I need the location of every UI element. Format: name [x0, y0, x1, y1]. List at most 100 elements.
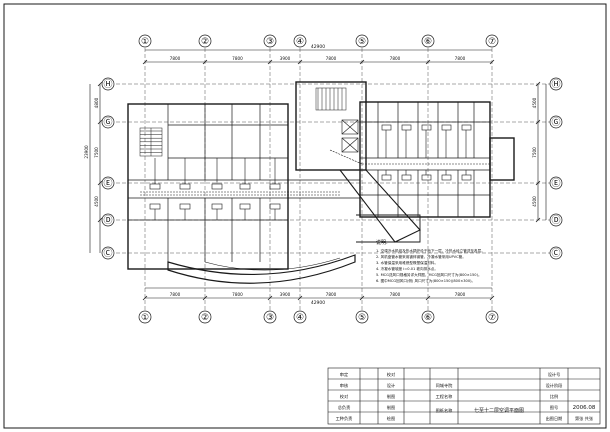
note-line: 4. 冷凝水管坡度 i=0.01 坡向排水点。: [376, 266, 438, 271]
bottom-overall-dimension: 42900: [311, 300, 325, 306]
note-line: 6. 图中MCG回风口(侧) 风口尺寸为(800×150)(800×300)。: [376, 278, 475, 283]
grid-row-marker-label: Ⓗ: [103, 79, 112, 90]
grid-column-marker: ⑤: [355, 310, 369, 324]
elevator-shafts: [341, 119, 359, 153]
grid-row-marker-circle: [101, 213, 115, 227]
fan-coil-unit: [421, 174, 432, 181]
dimension-value: 4800: [94, 97, 99, 108]
grid-column-marker-circle: [263, 34, 277, 48]
dimension-value: 7800: [326, 56, 337, 61]
dimension-tick: [97, 81, 103, 87]
grid-column-marker: ③: [263, 34, 277, 48]
grid-column-marker-label: ①: [141, 37, 149, 47]
grid-column-marker-label: ⑦: [488, 313, 496, 323]
dimension-tick: [142, 59, 148, 65]
grid-column-markers-bottom: ① ② ③ ④ ⑤ ⑥ ⑦: [138, 310, 499, 324]
fan-coil-unit: [381, 174, 392, 181]
fan-coil-unit: [269, 183, 281, 190]
grid-column-marker-circle: [485, 34, 499, 48]
grid-row-marker-circle: [101, 246, 115, 260]
sheet-border: [3, 3, 607, 429]
tb-label: 第张 共张: [575, 415, 594, 422]
fan-coil-unit: [441, 124, 452, 131]
corridor-lines: [128, 157, 490, 199]
tb-label: 审核: [340, 382, 349, 389]
grid-column-marker-circle: [263, 310, 277, 324]
tb-label: 制图: [387, 393, 395, 400]
grid-row-marker-label: Ⓔ: [551, 178, 560, 189]
grid-row-marker-circle: [549, 77, 563, 91]
fan-coil-unit: [239, 183, 251, 190]
building-walls: [127, 81, 515, 270]
dimension-value: 23900: [84, 145, 89, 159]
tb-label: 出图日期: [546, 415, 563, 422]
grid-row-marker: Ⓓ: [101, 213, 115, 227]
dimension-tick: [535, 81, 541, 87]
grid-row-marker: Ⓖ: [101, 115, 115, 129]
dimension-tick: [489, 295, 495, 301]
dimension-tick: [97, 180, 103, 186]
grid-column-marker-circle: [198, 34, 212, 48]
dimension-tick: [97, 217, 103, 223]
fan-coil-unit: [381, 124, 392, 131]
dimension-tick: [97, 119, 103, 125]
dimension-tick: [142, 295, 148, 301]
grid-row-marker-label: Ⓓ: [551, 215, 560, 226]
dimension-tick: [267, 295, 273, 301]
room-partitions: [128, 102, 490, 262]
note-line: 2. 风机盘管水管采用镀锌钢管，冷凝水管采用UPVC管。: [376, 254, 466, 259]
dimension-value: 4500: [532, 196, 537, 207]
grid-column-marker-circle: [421, 34, 435, 48]
fan-coil-unit: [401, 124, 412, 131]
title-block-right-labels: 设计号 设计阶段 比例 图号 出图日期 第张 共张: [546, 371, 594, 422]
hvac-fan-coil-units: [140, 124, 490, 220]
fan-coil-unit: [269, 203, 281, 210]
dimension-tick: [425, 295, 431, 301]
dimension-tick: [297, 59, 303, 65]
dimension-tick: [535, 217, 541, 223]
dimension-tick: [202, 295, 208, 301]
fan-coil-unit: [211, 203, 223, 210]
grid-column-marker-label: ③: [266, 37, 274, 47]
tb-label: 工种负责: [336, 415, 353, 422]
dimension-tick: [297, 295, 303, 301]
grid-row-marker-circle: [101, 115, 115, 129]
grid-row-marker-circle: [549, 246, 563, 260]
grid-column-marker-circle: [355, 310, 369, 324]
dimension-value: 7500: [532, 147, 537, 158]
title-block: [327, 367, 601, 425]
grid-column-marker: ③: [263, 310, 277, 324]
curved-facade-inner: [204, 257, 341, 271]
fan-coil-unit: [239, 203, 251, 210]
dimension-tick: [535, 119, 541, 125]
grid-column-marker-label: ④: [296, 313, 304, 323]
dimension-tick: [425, 59, 431, 65]
left-dimension-chain: [89, 84, 101, 253]
fan-coil-unit: [211, 183, 223, 190]
grid-column-marker: ④: [293, 310, 307, 324]
fan-coil-unit: [401, 174, 412, 181]
grid-row-marker: Ⓗ: [549, 77, 563, 91]
grid-column-marker-label: ⑦: [488, 37, 496, 47]
drawing-title: 七至十二层空调平面图: [474, 407, 524, 414]
grid-row-marker-label: Ⓒ: [551, 248, 560, 259]
notes-heading: 说明:: [376, 239, 388, 246]
dimension-value: 7800: [326, 292, 337, 297]
grid-column-marker: ⑥: [421, 310, 435, 324]
grid-column-marker-circle: [293, 310, 307, 324]
stair-left: [139, 127, 163, 157]
fan-coil-unit: [441, 174, 452, 181]
grid-column-marker-label: ①: [141, 313, 149, 323]
fan-coil-unit: [149, 203, 161, 210]
fan-coil-unit: [461, 174, 472, 181]
grid-column-marker-circle: [421, 310, 435, 324]
grid-column-marker-circle: [138, 34, 152, 48]
top-overall-dimension: 42900: [311, 44, 325, 50]
grid-column-marker-label: ②: [201, 313, 209, 323]
dimension-value: 4500: [94, 196, 99, 207]
dimension-value: 3900: [280, 56, 291, 61]
grid-row-marker-label: Ⓖ: [103, 117, 112, 128]
